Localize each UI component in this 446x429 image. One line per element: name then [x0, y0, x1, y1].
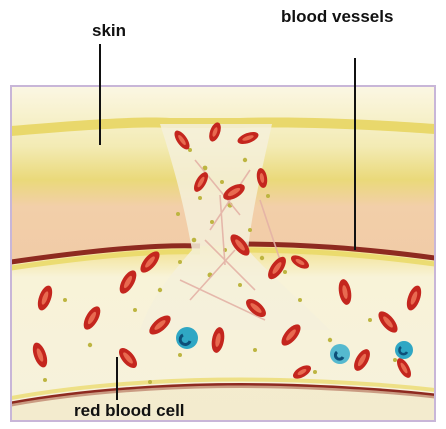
label-red-blood-cell: red blood cell: [74, 402, 185, 419]
